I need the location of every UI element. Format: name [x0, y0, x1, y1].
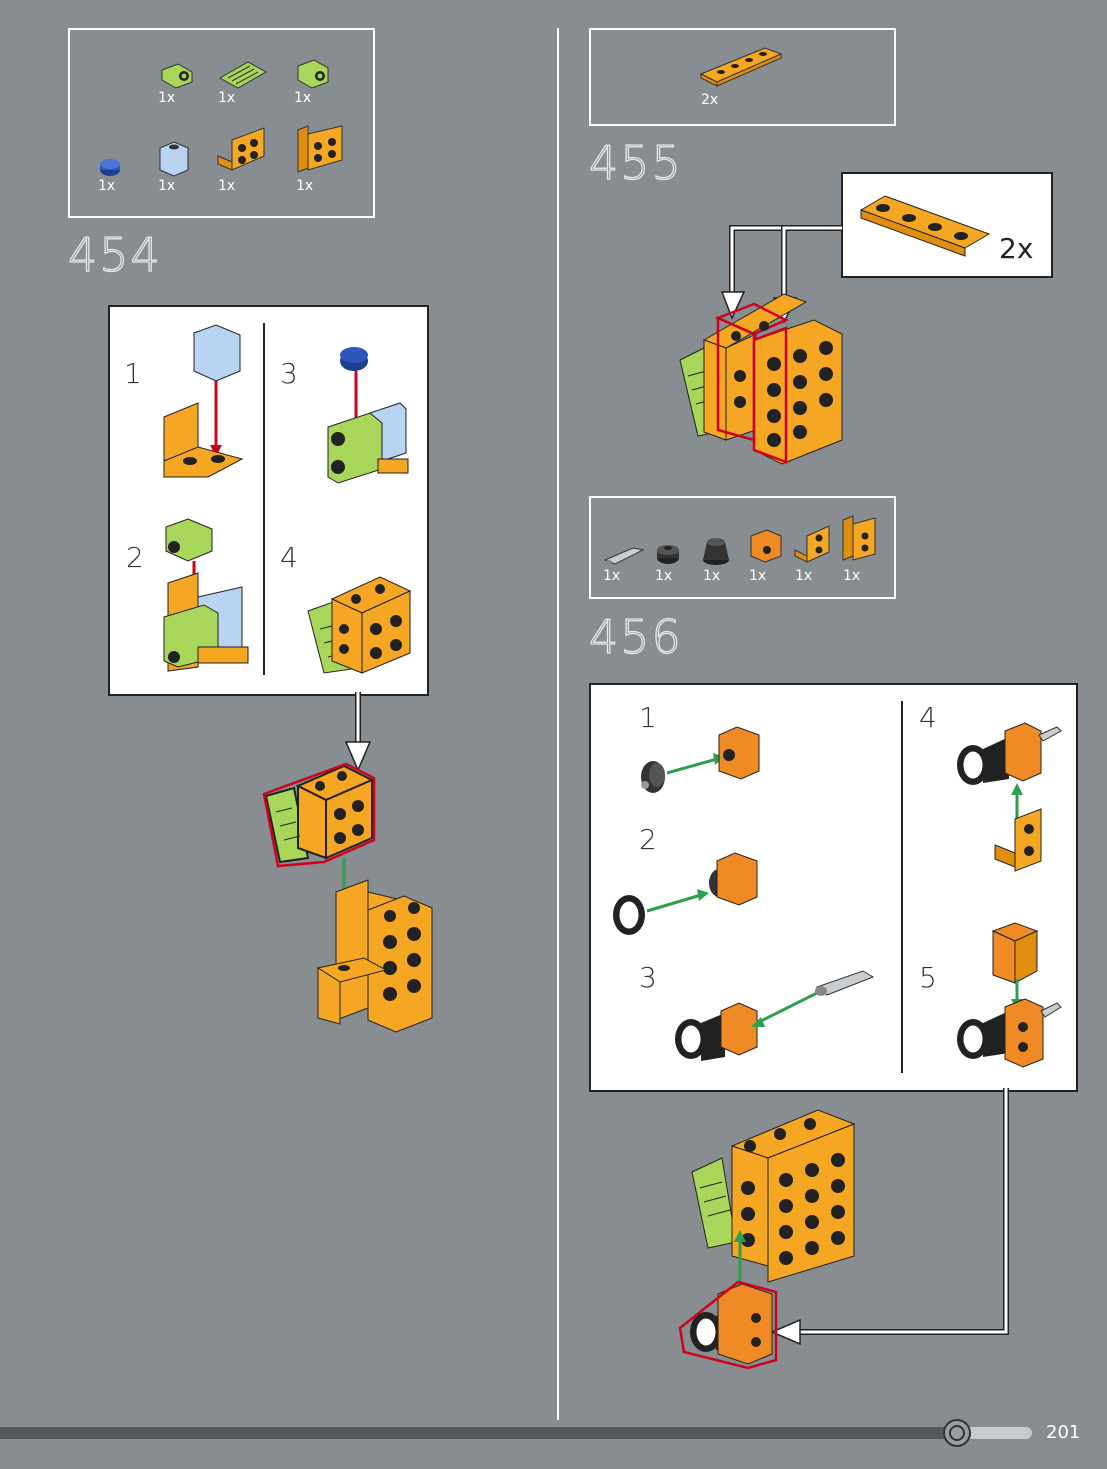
footer-bar [0, 1427, 958, 1439]
black-tire-icon [701, 536, 731, 566]
step-number-456: 456 [589, 610, 683, 664]
substep-2-illustration [158, 517, 258, 677]
substep-456-5-illustration [953, 919, 1065, 1077]
orange-bracket-icon [216, 126, 268, 174]
panel-divider [263, 323, 265, 675]
qty-label: 1x [843, 568, 860, 584]
sub-step-number: 3 [280, 357, 298, 390]
page-number: 201 [1046, 1422, 1080, 1443]
lime-bracket-2-icon [296, 56, 330, 90]
orange-bracket-2-icon [296, 124, 346, 176]
sub-step-number: 3 [639, 961, 657, 994]
sub-step-number: 1 [124, 357, 142, 390]
qty-label: 1x [218, 178, 235, 194]
sub-assembly-panel-454: 1 2 3 4 [108, 305, 429, 696]
sub-step-number: 5 [919, 961, 937, 994]
qty-label: 1x [296, 178, 313, 194]
orange-bracket-icon [793, 522, 831, 564]
substep-3-illustration [320, 343, 420, 493]
assembly-455-illustration [674, 290, 854, 470]
lime-bracket-icon [160, 60, 194, 90]
black-wheel-hub-icon [655, 542, 681, 566]
qty-label: 1x [749, 568, 766, 584]
substep-456-2-illustration [607, 845, 767, 945]
qty-label: 1x [158, 178, 175, 194]
panel-divider [901, 701, 903, 1073]
substep-456-4-illustration [953, 717, 1065, 881]
orange-plate-1x4-icon [699, 44, 783, 88]
lime-slope-grille-icon [218, 58, 268, 90]
step-number-454: 454 [68, 228, 162, 282]
sub-assembly-panel-456: 1 2 3 4 5 [589, 683, 1078, 1092]
substep-456-1-illustration [633, 715, 773, 805]
qty-label: 1x [795, 568, 812, 584]
parts-list-454: 1x 1x 1x 1x 1x 1x 1x [68, 28, 375, 218]
light-blue-brick-icon [158, 140, 190, 178]
orange-bracket-2-icon [841, 514, 879, 564]
sub-step-number: 4 [919, 701, 937, 734]
axle-pin-icon [603, 544, 645, 566]
qty-label: 1x [703, 568, 720, 584]
qty-label: 1x [98, 178, 115, 194]
blue-round-plate-icon [98, 156, 122, 178]
substep-456-3-illustration [667, 967, 887, 1077]
orange-plate-1x4-icon [857, 188, 997, 258]
qty-label: 1x [218, 90, 235, 106]
assembly-456-illustration [678, 1106, 864, 1368]
qty-label: 1x [655, 568, 672, 584]
sub-step-number: 2 [126, 541, 144, 574]
qty-label: 1x [158, 90, 175, 106]
qty-label: 2x [701, 92, 718, 108]
qty-label: 1x [603, 568, 620, 584]
callout-qty: 2x [999, 232, 1033, 265]
assembly-454-illustration [264, 762, 440, 1038]
sub-step-number: 4 [280, 541, 298, 574]
qty-label: 1x [294, 90, 311, 106]
parts-list-456: 1x 1x 1x 1x 1x 1x [589, 496, 896, 599]
page-indicator-icon [942, 1418, 972, 1448]
column-divider [557, 28, 559, 1420]
substep-1-illustration [158, 321, 248, 485]
step-number-455: 455 [589, 136, 683, 190]
callout-455: 2x [841, 172, 1053, 278]
substep-4-illustration [306, 569, 414, 679]
orange-brick-icon [749, 528, 783, 564]
parts-list-455: 2x [589, 28, 896, 126]
